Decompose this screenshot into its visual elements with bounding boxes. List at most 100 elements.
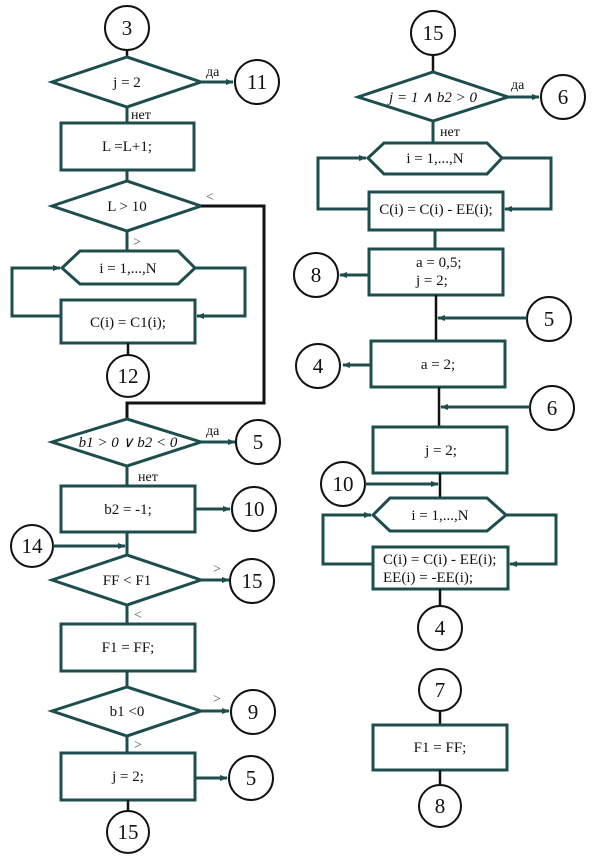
loop-header: i = 1,...,N [59, 249, 198, 286]
decision-text: j = 1 ∧ b2 > 0 [387, 90, 477, 106]
process-text: C(i) = C(i) - EE(i); [379, 202, 492, 218]
connector-4: 4 [295, 343, 341, 389]
connector-label: 15 [423, 21, 444, 45]
process-c-minus-ee: C(i) = C(i) - EE(i); [367, 190, 505, 232]
connector-8-bottom: 8 [418, 784, 462, 828]
connector-label: 10 [244, 497, 265, 521]
process-l-increment: L =L+1; [59, 121, 196, 172]
no-label: нет [440, 125, 460, 140]
decision-b1-lt-0: b1 <0 [47, 685, 206, 738]
yes-label: да [206, 65, 220, 80]
connector-7: 7 [418, 668, 462, 712]
decision-text: b1 <0 [110, 704, 145, 720]
connector-label: 6 [547, 396, 558, 420]
decision-text: j = 2 [112, 75, 141, 91]
process-a-2: a = 2; [369, 339, 507, 389]
connector-label: 14 [22, 534, 44, 558]
yes-label: да [511, 78, 525, 93]
loop-header-text: i = 1,...,N [406, 151, 463, 167]
decision-b1-b2: b1 > 0 ∨ b2 < 0 [46, 417, 206, 468]
decision-text: b1 > 0 ∨ b2 < 0 [79, 435, 178, 451]
loop-return-arrow [316, 155, 369, 211]
connector-label: 5 [544, 307, 555, 331]
greater-label: > [213, 692, 221, 707]
loop-header: i = 1,...,N [365, 141, 505, 176]
process-text: j = 2; [111, 769, 144, 785]
connector-label: 11 [247, 70, 267, 94]
loop-exit-arrow [506, 513, 558, 567]
connector-6-right: 6 [529, 385, 575, 431]
connector-label: 4 [435, 616, 446, 640]
connector-label: 15 [242, 569, 263, 593]
connector-6: 6 [540, 74, 586, 120]
greater-label: > [133, 235, 141, 250]
connector-5: 5 [235, 419, 281, 465]
decision-ff-lt-f1: FF < F1 [47, 553, 206, 607]
decision-text: L > 10 [107, 199, 147, 215]
process-text: C(i) = C1(i); [90, 315, 166, 331]
connector-label: 3 [122, 16, 133, 40]
loop-exit-arrow [195, 266, 247, 319]
greater-label: > [213, 562, 221, 577]
connector-3: 3 [104, 5, 150, 51]
connector-label: 8 [435, 794, 446, 818]
connector-label: 12 [118, 364, 139, 388]
no-label: нет [131, 108, 151, 123]
process-text-line2: j = 2; [415, 273, 448, 289]
less-label: > [134, 738, 142, 753]
decision-j-equals-2: j = 2 [47, 55, 206, 109]
process-text: j = 2; [424, 443, 457, 459]
connector-9: 9 [230, 689, 276, 735]
process-c-ee-swap: C(i) = C(i) - EE(i); EE(i) = -EE(i); [371, 545, 510, 591]
process-text: F1 = FF; [414, 740, 467, 756]
connector-14: 14 [10, 524, 54, 568]
less-label: < [206, 190, 214, 205]
process-j-2: j = 2; [59, 751, 197, 802]
process-b2: b2 = -1; [59, 484, 197, 534]
loop-header-text: i = 1,...,N [411, 508, 468, 524]
process-f1-ff: F1 = FF; [59, 622, 197, 673]
connector-10-right: 10 [320, 461, 366, 507]
bypass-line [125, 204, 266, 420]
decision-l-gt-10: L > 10 [47, 179, 206, 233]
loop-return-arrow [10, 265, 61, 318]
yes-label: да [206, 424, 220, 439]
process-text: L =L+1; [102, 139, 152, 155]
connector-label: 10 [333, 472, 354, 496]
connector-12: 12 [106, 354, 150, 398]
connector-label: 7 [435, 678, 446, 702]
process-a-05: a = 0,5; j = 2; [367, 247, 505, 297]
connector-11: 11 [234, 59, 280, 105]
connector-label: 8 [311, 263, 322, 287]
connector-15: 15 [229, 558, 275, 604]
process-text: F1 = FF; [102, 640, 155, 656]
connector-15-bottom: 15 [106, 810, 150, 854]
process-text-line1: C(i) = C(i) - EE(i); [383, 552, 496, 568]
less-label: < [134, 608, 142, 623]
connector-label: 4 [313, 354, 324, 378]
connector-label: 6 [558, 85, 569, 109]
connector-10: 10 [231, 486, 277, 532]
loop-exit-arrow [502, 156, 553, 212]
decision-j1-b2: j = 1 ∧ b2 > 0 [353, 70, 513, 123]
process-text: a = 2; [421, 357, 455, 373]
loop-header: i = 1,...,N [370, 496, 509, 533]
loop-return-arrow [321, 512, 373, 566]
process-text: b2 = -1; [104, 502, 152, 518]
process-c-equals-c1: C(i) = C1(i); [59, 298, 197, 345]
process-f1-ff-right: F1 = FF; [371, 723, 509, 772]
connector-label: 9 [248, 700, 259, 724]
connector-5-right: 5 [526, 296, 572, 342]
connector-4-bottom: 4 [417, 605, 463, 651]
process-text-line2: EE(i) = -EE(i); [383, 570, 473, 586]
connector-15-right: 15 [410, 10, 456, 56]
connector-label: 5 [246, 766, 257, 790]
decision-text: FF < F1 [103, 573, 152, 589]
connector-label: 5 [253, 430, 264, 454]
process-text-line1: a = 0,5; [416, 255, 462, 271]
connector-8: 8 [293, 252, 339, 298]
connector-5b: 5 [228, 755, 274, 801]
no-label: нет [138, 470, 158, 485]
loop-header-text: i = 1,...,N [99, 261, 156, 277]
